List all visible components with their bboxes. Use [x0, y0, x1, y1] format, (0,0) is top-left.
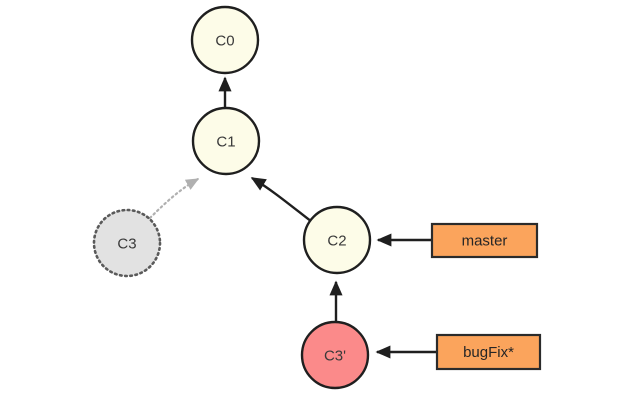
node-c3-circle[interactable]: [92, 208, 162, 278]
node-c3-prime-label: C3': [324, 348, 346, 365]
branch-label-master-text: master: [462, 233, 508, 250]
edge-layer: [148, 76, 436, 359]
node-c3-prime-circle[interactable]: [300, 320, 370, 390]
node-c1[interactable]: C1: [191, 106, 261, 176]
node-c1-circle[interactable]: [191, 106, 261, 176]
node-c2-label: C2: [327, 233, 346, 250]
branch-label-bugfix[interactable]: bugFix*: [435, 333, 542, 371]
node-c0-circle[interactable]: [190, 5, 260, 75]
branch-label-bugfix-text: bugFix*: [463, 344, 514, 361]
branch-label-bugfix-box[interactable]: [435, 333, 542, 371]
node-c3-prime[interactable]: C3': [300, 320, 370, 390]
node-c1-label: C1: [216, 134, 235, 151]
branch-label-master-box[interactable]: [430, 222, 539, 259]
edge-c2-to-c1: [250, 176, 313, 223]
edge-c3-to-c1: [148, 177, 200, 220]
node-c3[interactable]: C3: [92, 208, 162, 278]
node-c2-circle[interactable]: [302, 205, 372, 275]
node-c0-label: C0: [215, 33, 234, 50]
node-c0[interactable]: C0: [190, 5, 260, 75]
node-c3-label: C3: [117, 236, 136, 253]
branch-label-master[interactable]: master: [430, 222, 539, 259]
node-c2[interactable]: C2: [302, 205, 372, 275]
